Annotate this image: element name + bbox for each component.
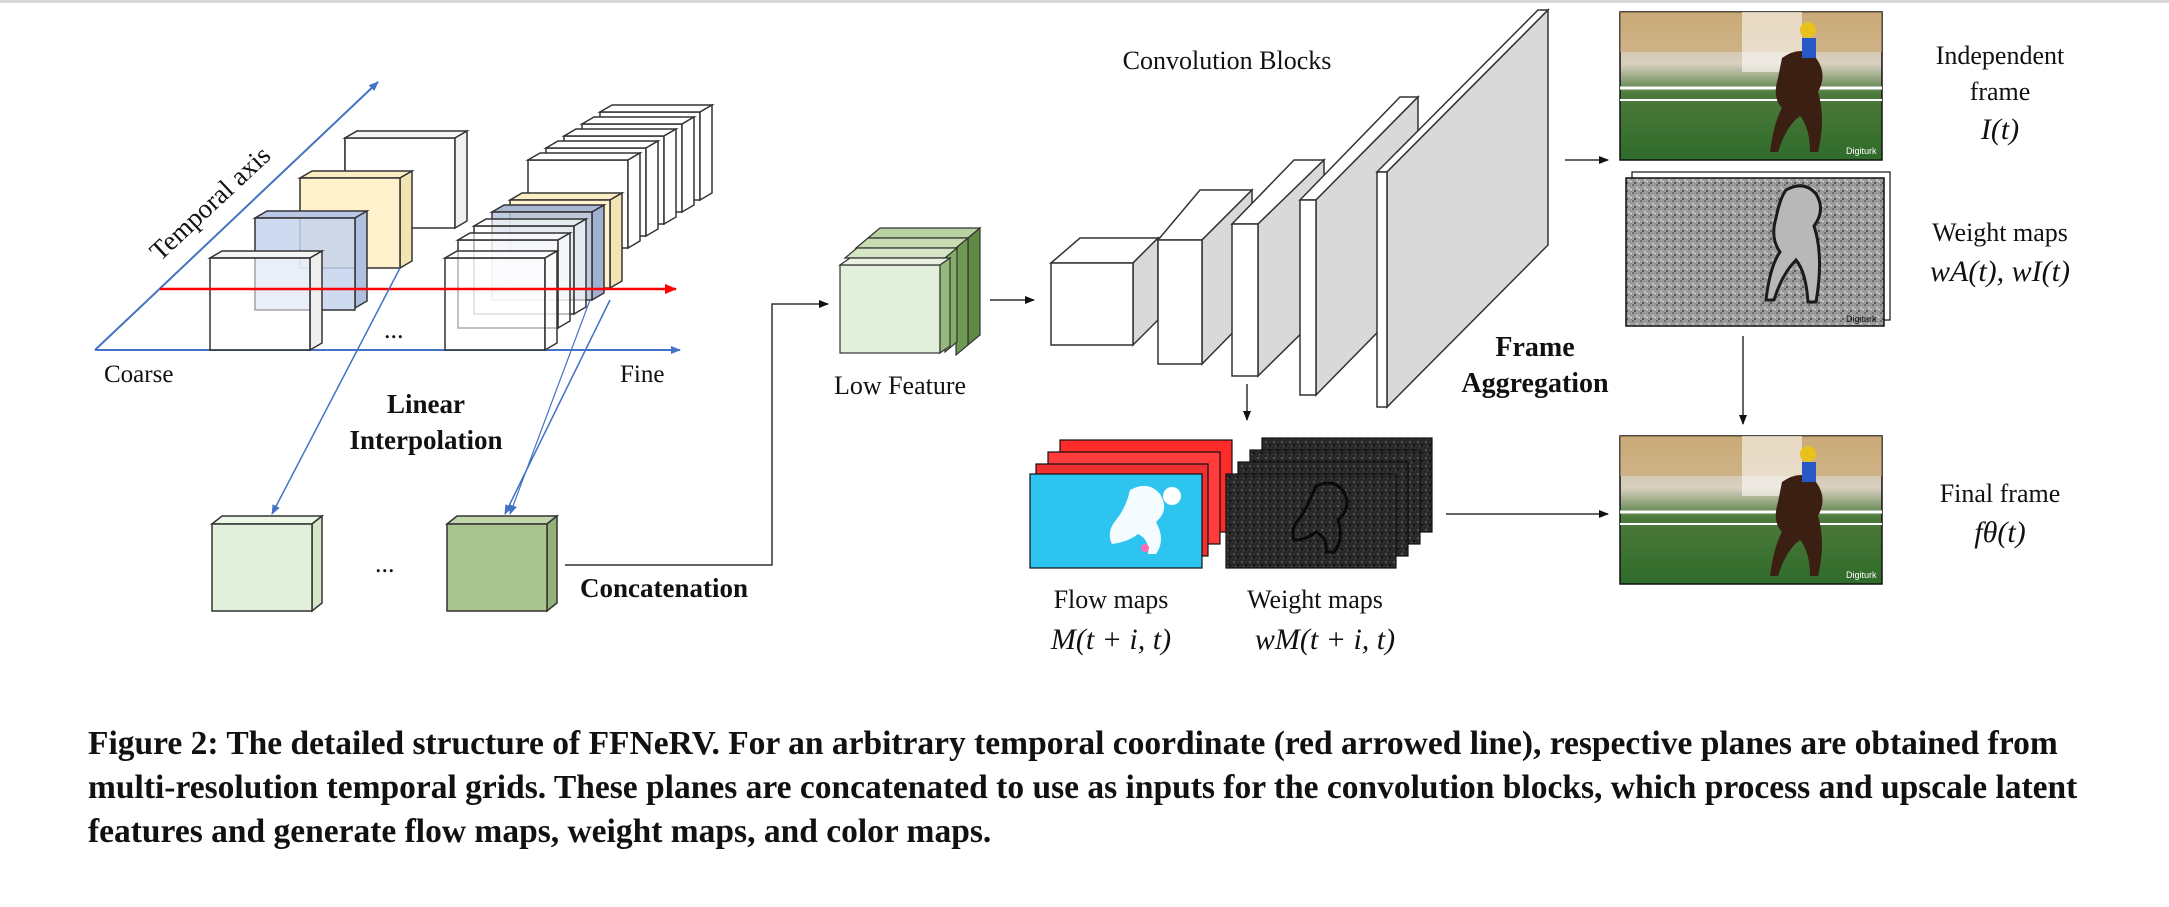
independent-frame-label-line2: frame: [1970, 77, 2031, 106]
concatenation-label: Concatenation: [580, 573, 748, 603]
independent-frame-math: I(t): [1980, 113, 2019, 146]
frame-aggregation-label-line2: Aggregation: [1461, 368, 1609, 399]
interpolation-arrow-fine-2: [509, 299, 591, 515]
independent-frame-image: Digiturk: [1619, 11, 1883, 161]
coarse-label: Coarse: [104, 361, 173, 388]
weight-map-image-right: Digiturk: [1625, 171, 1891, 327]
linear-interpolation-label-line1: Linear: [387, 389, 465, 419]
independent-frame-label-line1: Independent: [1936, 41, 2065, 70]
temporal-axis-line: [94, 81, 379, 351]
final-frame-watermark: Digiturk: [1846, 570, 1877, 580]
low-feature-block: [838, 226, 982, 357]
temporal-grid-diagram: Temporal axis Coarse Fine ... Linear Int…: [94, 81, 829, 613]
flow-maps-label: Flow maps: [1054, 585, 1169, 614]
ffnerv-architecture-figure: Temporal axis Coarse Fine ... Linear Int…: [94, 8, 2070, 656]
grid-ellipsis: ...: [384, 315, 404, 344]
weight-maps-right-math: wA(t), wI(t): [1930, 255, 2070, 288]
weight-maps-bottom-math: wM(t + i, t): [1255, 623, 1395, 656]
convolution-blocks-label: Convolution Blocks: [1123, 46, 1332, 75]
page-top-rule: [0, 0, 2169, 3]
final-frame-label: Final frame: [1940, 479, 2061, 508]
interpolation-arrow-fine: [504, 299, 611, 515]
weight-maps-stack-bottom: [1225, 437, 1433, 569]
feature-ellipsis: ...: [375, 549, 395, 578]
weight-map-watermark: Digiturk: [1846, 314, 1877, 324]
weight-maps-right-label: Weight maps: [1932, 218, 2068, 247]
low-feature-label: Low Feature: [834, 371, 966, 400]
coarse-grid-stack: [207, 129, 470, 352]
convolution-blocks: [1048, 8, 1550, 409]
interpolated-feature-fine: [444, 514, 560, 613]
flow-maps-math: M(t + i, t): [1050, 623, 1171, 656]
concatenation-arrow: [565, 300, 829, 566]
interpolated-feature-coarse: [209, 514, 325, 613]
frame-aggregation-label-line1: Frame: [1495, 332, 1574, 363]
fine-label: Fine: [620, 361, 664, 388]
weight-maps-bottom-label: Weight maps: [1247, 585, 1383, 614]
figure-caption: Figure 2: The detailed structure of FFNe…: [88, 725, 2078, 850]
interpolation-arrow-coarse: [271, 267, 401, 515]
linear-interpolation-label-line2: Interpolation: [349, 425, 502, 455]
fine-grid-stack: [442, 103, 715, 352]
independent-frame-watermark: Digiturk: [1846, 146, 1877, 156]
final-frame-math: fθ(t): [1974, 516, 2025, 549]
flow-maps-stack: [1029, 439, 1233, 569]
final-frame-image: Digiturk: [1619, 435, 1883, 585]
